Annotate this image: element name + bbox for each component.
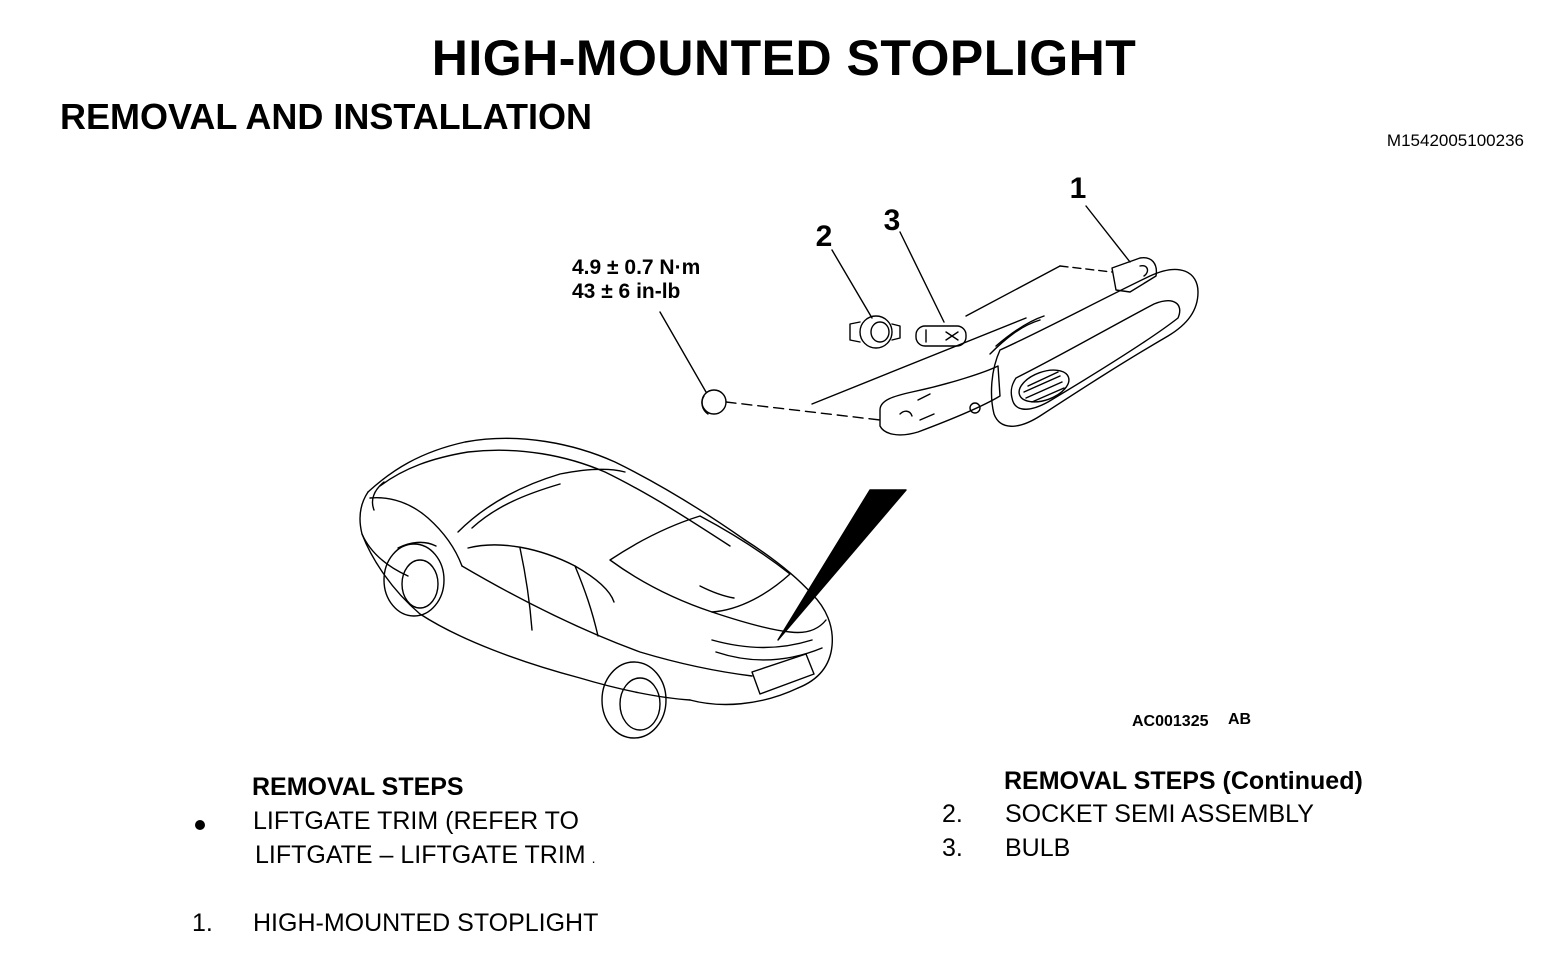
step-3-text: BULB xyxy=(1005,834,1071,862)
step-2-text: SOCKET SEMI ASSEMBLY xyxy=(1005,800,1314,828)
callout-3: 3 xyxy=(884,204,901,237)
step-1-text: HIGH-MOUNTED STOPLIGHT xyxy=(253,909,599,937)
step-3-number: 3. xyxy=(942,834,963,862)
callout-2: 2 xyxy=(816,220,833,253)
document-code: M1542005100236 xyxy=(1386,131,1524,150)
step-2-number: 2. xyxy=(942,800,963,828)
nut-drawing xyxy=(701,389,727,415)
location-pointer-wedge xyxy=(777,489,907,641)
socket-drawing xyxy=(849,315,901,349)
figure-id-suffix: AB xyxy=(1228,711,1251,728)
step-bullet xyxy=(195,820,205,830)
bulb-drawing xyxy=(915,325,967,347)
callout-1: 1 xyxy=(1070,172,1087,205)
section-title: REMOVAL AND INSTALLATION xyxy=(60,96,592,137)
removal-steps-heading: REMOVAL STEPS xyxy=(252,773,464,801)
car-outline-drawing xyxy=(359,437,833,739)
pre-step-line-2-tail: . xyxy=(591,850,596,866)
torque-spec-imperial: 43 ± 6 in-lb xyxy=(572,280,680,303)
torque-spec-metric: 4.9 ± 0.7 N·m xyxy=(572,256,700,279)
pre-step-line-2: LIFTGATE – LIFTGATE TRIM xyxy=(255,841,586,869)
stoplight-assembly-drawing xyxy=(879,257,1199,436)
step-1-number: 1. xyxy=(192,909,213,937)
pre-step-line-2-wrapper: LIFTGATE – LIFTGATE TRIM. xyxy=(255,840,595,873)
removal-steps-continued-heading: REMOVAL STEPS (Continued) xyxy=(1004,767,1363,795)
figure-id: AC001325 xyxy=(1132,713,1209,730)
page-title: HIGH-MOUNTED STOPLIGHT xyxy=(431,30,1137,86)
pre-step-line-1: LIFTGATE TRIM (REFER TO xyxy=(253,807,579,835)
